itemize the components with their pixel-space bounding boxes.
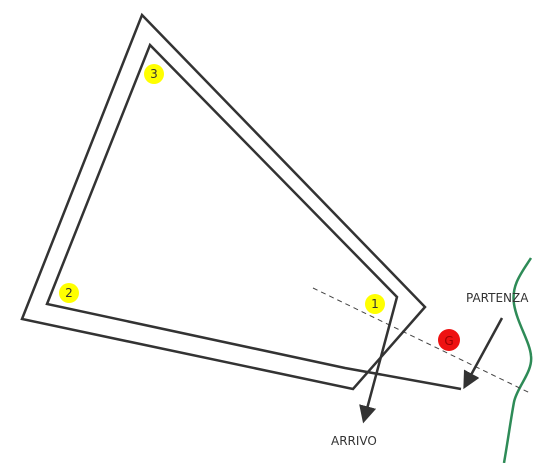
buoy-2-marker (59, 283, 79, 303)
start-label: PARTENZA (466, 291, 529, 305)
start-line (312, 287, 531, 394)
buoy-3-marker (144, 64, 164, 84)
buoy-1-marker (365, 294, 385, 314)
course-outer-leg (20, 12, 427, 391)
buoy-g: G (438, 329, 460, 351)
buoy-1: 1 (365, 294, 385, 314)
buoy-g-marker (438, 329, 460, 351)
buoy-g-label: G (444, 334, 453, 348)
buoy-2: 2 (59, 283, 79, 303)
course-inner-leg (45, 42, 462, 424)
buoy-1-label: 1 (371, 297, 379, 311)
buoy-3-label: 3 (150, 67, 158, 81)
start-arrow (463, 317, 504, 390)
shoreline (502, 257, 533, 463)
finish-label: ARRIVO (331, 434, 377, 448)
buoy-3: 3 (144, 64, 164, 84)
buoy-2-label: 2 (65, 286, 73, 300)
